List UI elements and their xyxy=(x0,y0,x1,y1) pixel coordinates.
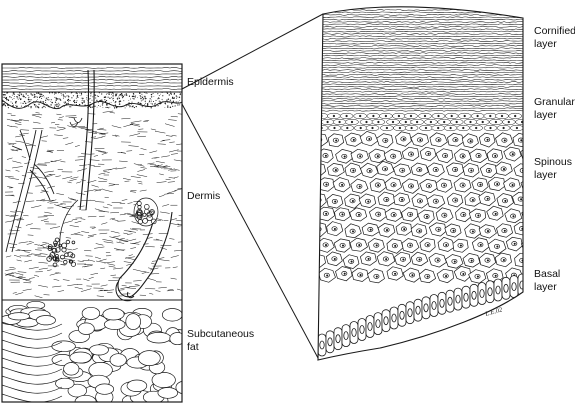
label-granular-layer: Granular layer xyxy=(534,96,575,121)
label-dermis: Dermis xyxy=(187,190,221,202)
cornified-layer xyxy=(318,9,523,112)
signature: L.E.02 xyxy=(484,306,504,318)
label-cornified-layer: Cornified layer xyxy=(534,25,575,50)
spinous-layer xyxy=(318,131,523,284)
sweat-gland xyxy=(46,199,79,268)
subcutaneous-fat-region xyxy=(2,300,182,402)
hair-follicle xyxy=(117,209,173,298)
magnify-line-bottom xyxy=(181,103,319,359)
label-subcutaneous-fat: Subcutaneous fat xyxy=(187,328,255,353)
label-spinous-layer: Spinous layer xyxy=(534,156,572,181)
sebaceous-gland xyxy=(133,197,159,227)
epidermis-stipple xyxy=(2,91,181,109)
hair-shaft xyxy=(79,69,95,211)
capillary-branches xyxy=(5,129,55,253)
svg-text:L.E.02: L.E.02 xyxy=(484,306,504,318)
granular-layer xyxy=(318,112,523,132)
magnify-line-top xyxy=(181,13,324,90)
label-epidermis: Epidermis xyxy=(187,76,234,88)
skin-block xyxy=(1,63,183,403)
epidermis-enlarged: L.E.02 xyxy=(317,6,524,361)
hair-bulb xyxy=(115,281,135,302)
dermis-region xyxy=(4,110,182,299)
dermo-epidermal-junction xyxy=(2,99,182,110)
label-basal-layer: Basal layer xyxy=(534,268,561,293)
enlarged-outline xyxy=(317,6,524,361)
basal-layer xyxy=(318,273,523,357)
skin-block-outline xyxy=(1,63,183,403)
hair-follicle-top xyxy=(69,117,83,127)
